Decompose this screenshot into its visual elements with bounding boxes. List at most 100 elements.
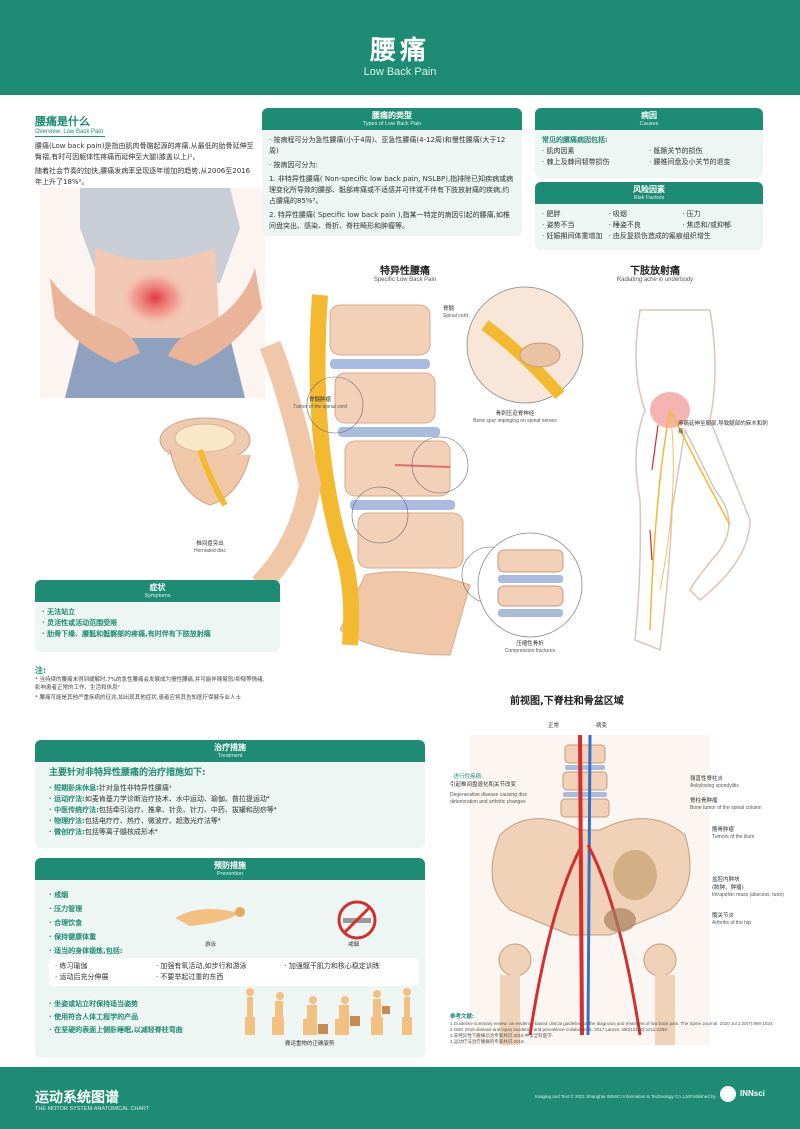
types-subtitle: Types of Low Back Pain xyxy=(362,121,422,127)
symptoms-header: 症状 Symptoms xyxy=(35,580,280,602)
prevention-item: · 合理饮食 xyxy=(49,919,83,927)
nerve-detail-circle xyxy=(466,286,584,404)
risk-item: · 肥胖 xyxy=(542,210,561,218)
label-degen-cn2: 引起椎间盘退化和关节改变 xyxy=(450,782,517,788)
reference-item: 4.运动疗法治疗腰痛的专家共识.2019. xyxy=(450,1039,525,1044)
types-line4: 2. 特异性腰痛( Specific low back pain ),指某一特定… xyxy=(269,211,510,230)
radiating-note-text: 疼痛延伸至腿部,导致腿部的麻木和刺痛 xyxy=(678,421,768,435)
exercise-item: · 加强髋干肌力和核心稳定训练 xyxy=(284,962,380,970)
prevention-box: 预防措施 Prevention · 戒烟 · 压力管理 · 合理饮食 · 保持健… xyxy=(35,858,425,1058)
footer-published: Published by xyxy=(690,1094,716,1099)
overview-section: 腰痛是什么 Overview: Low Back Pain 腰痛(Low bac… xyxy=(35,113,255,188)
notes-title: 注: xyxy=(35,666,47,675)
label-fracture-en: Compression fractures xyxy=(504,648,556,654)
label-bone-tumor-cn: 脊柱骨肿瘤 xyxy=(690,798,718,804)
symptom-item: · 灵活性或活动范围受限 xyxy=(42,619,118,627)
label-spinal-cord: 脊髓 Spinal cord xyxy=(443,305,503,320)
exercise-item: · 加强有氧活动,如步行和游泳 xyxy=(155,962,247,970)
prevention-title: 预防措施 xyxy=(214,861,246,870)
posture-item: · 坐姿或站立时保持适当姿势 xyxy=(49,1000,139,1008)
prevention-item: · 戒烟 xyxy=(49,891,69,899)
risks-subtitle: Risk Factors xyxy=(633,195,665,201)
overview-rule xyxy=(35,136,105,137)
specific-figure-title: 特异性腰痛 xyxy=(380,266,430,277)
smoke-caption: 戒烟 xyxy=(348,942,360,948)
notes-line1: * 当持续的腰痛未得到缓解时,7%的急性腰痛会发展成为慢性腰痛,并可能伴随易怒/… xyxy=(35,677,265,691)
label-spur-en: Bone spur impinging on spinal nerves xyxy=(473,418,557,424)
label-degen-en: Degenerative disease causing disc deteri… xyxy=(450,792,528,805)
prevention-item: · 保持健康体重 xyxy=(49,933,97,941)
causes-title: 病因 xyxy=(641,111,657,120)
label-tumor-cn: 脊髓肿瘤 xyxy=(308,397,331,403)
label-bone-spur: 骨刺压迫脊神经 Bone spur impinging on spinal ne… xyxy=(445,410,585,425)
prevention-item: · 适当的身体锻炼,包括: xyxy=(49,947,123,955)
notes-section: 注: * 当持续的腰痛未得到缓解时,7%的急性腰痛会发展成为慢性腰痛,并可能伴随… xyxy=(35,665,265,702)
radiating-note: 疼痛延伸至腿部,导致腿部的麻木和刺痛 xyxy=(678,420,768,436)
spine-illustration xyxy=(159,286,584,656)
spinal-cord-shape xyxy=(309,294,360,646)
prevention-subtitle: Prevention xyxy=(216,871,244,877)
risks-header: 风险因素 Risk Factors xyxy=(535,182,763,204)
page-title: 腰痛 xyxy=(369,36,430,66)
label-spinal-cord-en: Spinal cord xyxy=(443,313,469,319)
exercise-item: · 练习瑜伽 xyxy=(55,962,88,970)
front-view-lesion: 病变 xyxy=(596,723,608,729)
posture-item: · 在坚硬的表面上侧卧睡眠,以减轻脊柱弯曲 xyxy=(49,1026,183,1034)
types-line3: 1. 非特异性腰痛( Non-specific low back pain, N… xyxy=(269,175,514,205)
leg-pain-illustration xyxy=(634,309,751,652)
exercise-item: · 运动后充分伸展 xyxy=(55,973,109,981)
overview-para2: 随着社会节奏的加快,腰痛发病率呈现逐年增加的趋势,从2006至2016年上升了1… xyxy=(35,167,251,186)
label-as-en: Ankylosing spondylitis xyxy=(690,783,739,789)
causes-item: · 骶髂关节的损伤 xyxy=(649,147,703,155)
treatment-key: · 中医传统疗法: xyxy=(49,806,99,814)
causes-header: 病因 Causes xyxy=(535,108,763,130)
causes-item: · 棘上及棘间韧带损伤 xyxy=(542,158,610,166)
causes-box: 病因 Causes 常见的腰痛病因包括: · 肌肉因素 · 骶髂关节的损伤 · … xyxy=(535,108,763,178)
pelvis-illustration xyxy=(470,735,710,1045)
reference-item: 3.非特异性下腰痛诊治专家共识.2019.中华全科医学. xyxy=(450,1033,554,1038)
label-spinal-cord-cn: 脊髓 xyxy=(443,306,455,312)
types-header: 腰痛的类型 Types of Low Back Pain xyxy=(262,108,522,130)
prevention-item: · 压力管理 xyxy=(49,905,83,913)
label-ilium: 髂骨肿瘤 Tumors of the ilium xyxy=(712,826,792,841)
label-hip-en: Arthritis of the hip xyxy=(712,920,751,926)
brand-logo-icon xyxy=(720,1086,736,1102)
label-degen-cn: · 进行性疾病: xyxy=(450,774,483,780)
types-title: 腰痛的类型 xyxy=(372,111,412,120)
risk-item: · 吸烟 xyxy=(608,210,627,218)
label-as-cn: 强直性脊柱炎 xyxy=(690,776,724,782)
treatment-value: 包括牵引治疗、推拿、针灸、针刀、中药、拔罐和刮痧等⁴ xyxy=(98,806,277,814)
treatment-headline: 主要针对非特异性腰痛的治疗措施如下: xyxy=(49,768,206,778)
label-degenerative: · 进行性疾病: 引起椎间盘退化和关节改变 Degenerative disea… xyxy=(450,773,545,806)
footer-band xyxy=(0,1067,800,1129)
treatment-key: · 短期卧床休息: xyxy=(49,784,99,792)
label-fracture: 压缩性骨折 Compression fractures xyxy=(480,640,580,655)
risk-item: · 妊娠期间体重增加 xyxy=(542,232,603,240)
label-ilium-cn: 髂骨肿瘤 xyxy=(712,827,735,833)
swim-caption: 游泳 xyxy=(205,942,217,948)
no-smoking-icon xyxy=(337,900,377,940)
label-ilium-en: Tumors of the ilium xyxy=(712,834,755,840)
symptoms-subtitle: Symptoms xyxy=(144,593,171,599)
lumbar-stack xyxy=(560,744,610,818)
label-bone-tumor: 脊柱骨肿瘤 Bone tumor of the spinal column xyxy=(690,797,790,812)
treatment-key: · 运动疗法: xyxy=(49,795,85,803)
treatment-title: 治疗措施 xyxy=(214,743,246,752)
swimmer-illustration xyxy=(175,907,245,926)
header-band xyxy=(0,0,800,95)
posture-list: · 坐姿或站立时保持适当姿势 · 使用符合人体工程学的产品 · 在坚硬的表面上侧… xyxy=(49,998,239,1037)
radiating-figure-heading: 下肢放射痛 Radiating ache in underbody xyxy=(590,262,720,283)
overview-para1: 腰痛(Low back pain)是指由肌肉骨骼起源的疼痛,从最低的肋骨延伸至臀… xyxy=(35,142,254,161)
label-tumor: 脊髓肿瘤 Tumor of the spinal cord xyxy=(265,396,375,411)
treatment-box: 治疗措施 Treatment 主要针对非特异性腰痛的治疗措施如下: · 短期卧床… xyxy=(35,740,425,848)
symptom-item: · 肋骨下缘、腰骶和骶髂部的疼痛,有时伴有下肢放射痛 xyxy=(42,630,211,638)
exercise-item: · 不要举起过重的东西 xyxy=(155,973,224,981)
treatment-value: 包括等离子髓核成形术⁴ xyxy=(84,828,158,836)
symptoms-title: 症状 xyxy=(149,583,166,592)
label-mass-cn2: (脓肿、肿瘤) xyxy=(712,885,744,891)
radiating-figure-title: 下肢放射痛 xyxy=(630,266,680,277)
label-hip: 髋关节炎 Arthritis of the hip xyxy=(712,912,792,927)
front-view-title: 前视图,下脊柱和骨盆区域 xyxy=(510,696,624,707)
causes-subtitle: Causes xyxy=(639,121,659,127)
risk-item: · 压力 xyxy=(682,210,701,218)
